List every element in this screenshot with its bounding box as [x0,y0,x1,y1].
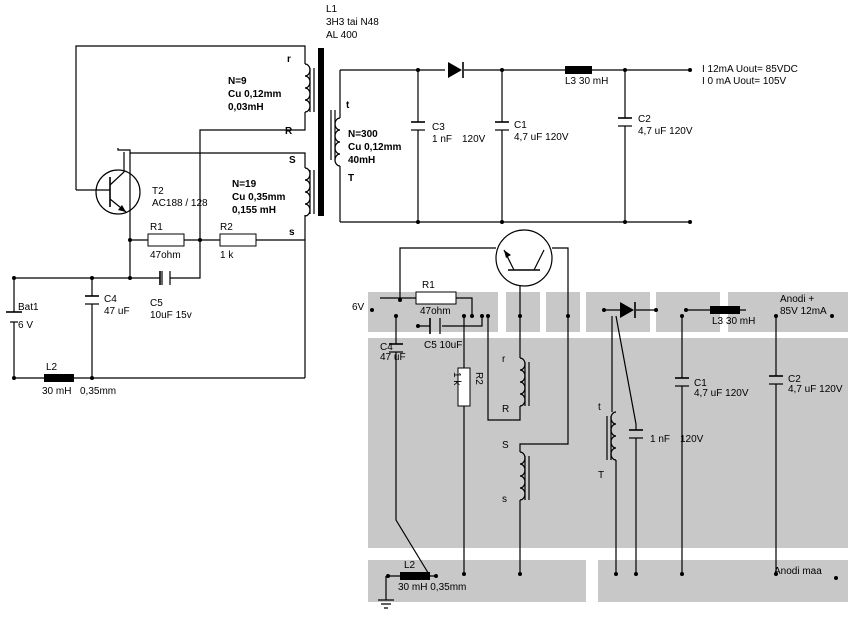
l3-label: L3 30 mH [565,76,608,87]
l2-wire: 0,35mm [80,386,116,397]
layout-s-label: s [502,494,507,505]
l1-al: AL 400 [326,30,358,41]
layout-r1-value: 47ohm [420,306,451,317]
bat1-ref: Bat1 [18,302,39,313]
winding-s-inductance: 0,155 mH [232,205,276,216]
pad-transistor-base [506,292,540,332]
schematic-drawing [6,45,692,382]
winding-s-wire: Cu 0,35mm [232,192,285,203]
transistor-t2-body [95,169,141,215]
winding-t-start: t [346,100,350,111]
pad-anode-plus [728,292,848,332]
layout-r-label: r [502,354,506,365]
layout-l2-label: L2 [404,560,416,571]
pad-transistor-collector [546,292,580,332]
layout-c3-value: 1 nF [650,434,670,445]
output-line-1: I 12mA Uout= 85VDC [702,64,798,75]
l2-value: 30 mH [42,386,71,397]
c1-value: 4,7 uF 120V [514,132,569,143]
layout-r2-value: 1 k [451,372,462,386]
c2-ref: C2 [638,114,651,125]
winding-s-start: S [289,155,296,166]
pad-diode-cathode [656,292,720,332]
pad-l2 [368,560,586,602]
l1-core: 3H3 tai N48 [326,17,379,28]
layout-c3-voltage: 120V [680,434,704,445]
layout-anode-ground-label: Anodi maa [774,566,822,577]
t2-type: AC188 / 128 [152,198,208,209]
winding-s-turns: N=19 [232,179,257,190]
layout-T-label: T [598,470,604,481]
winding-t-wire: Cu 0,12mm [348,142,401,153]
l1-ref: L1 [326,4,338,15]
c3-value: 1 nF [432,134,452,145]
winding-t-end: T [348,173,354,184]
layout-l2-value: 30 mH 0,35mm [398,582,466,593]
layout-c4-value: 47 uF [380,352,406,363]
pcb-layout [368,229,848,609]
layout-6v-label: 6V [352,302,365,313]
layout-c1-value: 4,7 uF 120V [694,388,749,399]
layout-c2-value: 4,7 uF 120V [788,384,843,395]
pad-main-ground [368,338,848,548]
winding-t-turns: N=300 [348,129,378,140]
winding-s-end: s [289,227,295,238]
c2-value: 4,7 uF 120V [638,126,693,137]
l2-ref: L2 [46,362,58,373]
layout-anode-plus-label: Anodi + [780,294,814,305]
output-line-2: I 0 mA Uout= 105V [702,76,787,87]
t2-ref: T2 [152,186,164,197]
layout-t-label: t [598,402,601,413]
r2-ref: R2 [220,222,233,233]
winding-r-inductance: 0,03mH [228,102,264,113]
bat1-value: 6 V [18,320,33,331]
pad-anode-ground [598,560,848,602]
layout-S-label: S [502,440,509,451]
winding-t-inductance: 40mH [348,155,375,166]
layout-c5-label: C5 10uF [424,340,462,351]
winding-r-turns: N=9 [228,76,247,87]
c4-ref: C4 [104,294,117,305]
c3-ref: C3 [432,122,445,133]
layout-c2-label: C2 [788,374,801,385]
layout-c4-label: C4 [380,342,393,353]
c5-ref: C5 [150,298,163,309]
layout-r2-label: R2 [473,372,484,385]
c3-voltage: 120V [462,134,486,145]
layout-c1-label: C1 [694,378,707,389]
r1-ref: R1 [150,222,163,233]
layout-anode-plus-value: 85V 12mA [780,306,827,317]
c4-value: 47 uF [104,306,130,317]
r2-value: 1 k [220,250,234,261]
layout-l3-label: L3 30 mH [712,316,755,327]
winding-r-wire: Cu 0,12mm [228,89,281,100]
r1-value: 47ohm [150,250,181,261]
winding-r-start: r [287,54,291,65]
winding-r-end: R [285,126,293,137]
c5-value: 10uF 15v [150,310,192,321]
layout-r1-label: R1 [422,280,435,291]
layout-R-label: R [502,404,509,415]
transformer-core [318,48,324,216]
c1-ref: C1 [514,120,527,131]
